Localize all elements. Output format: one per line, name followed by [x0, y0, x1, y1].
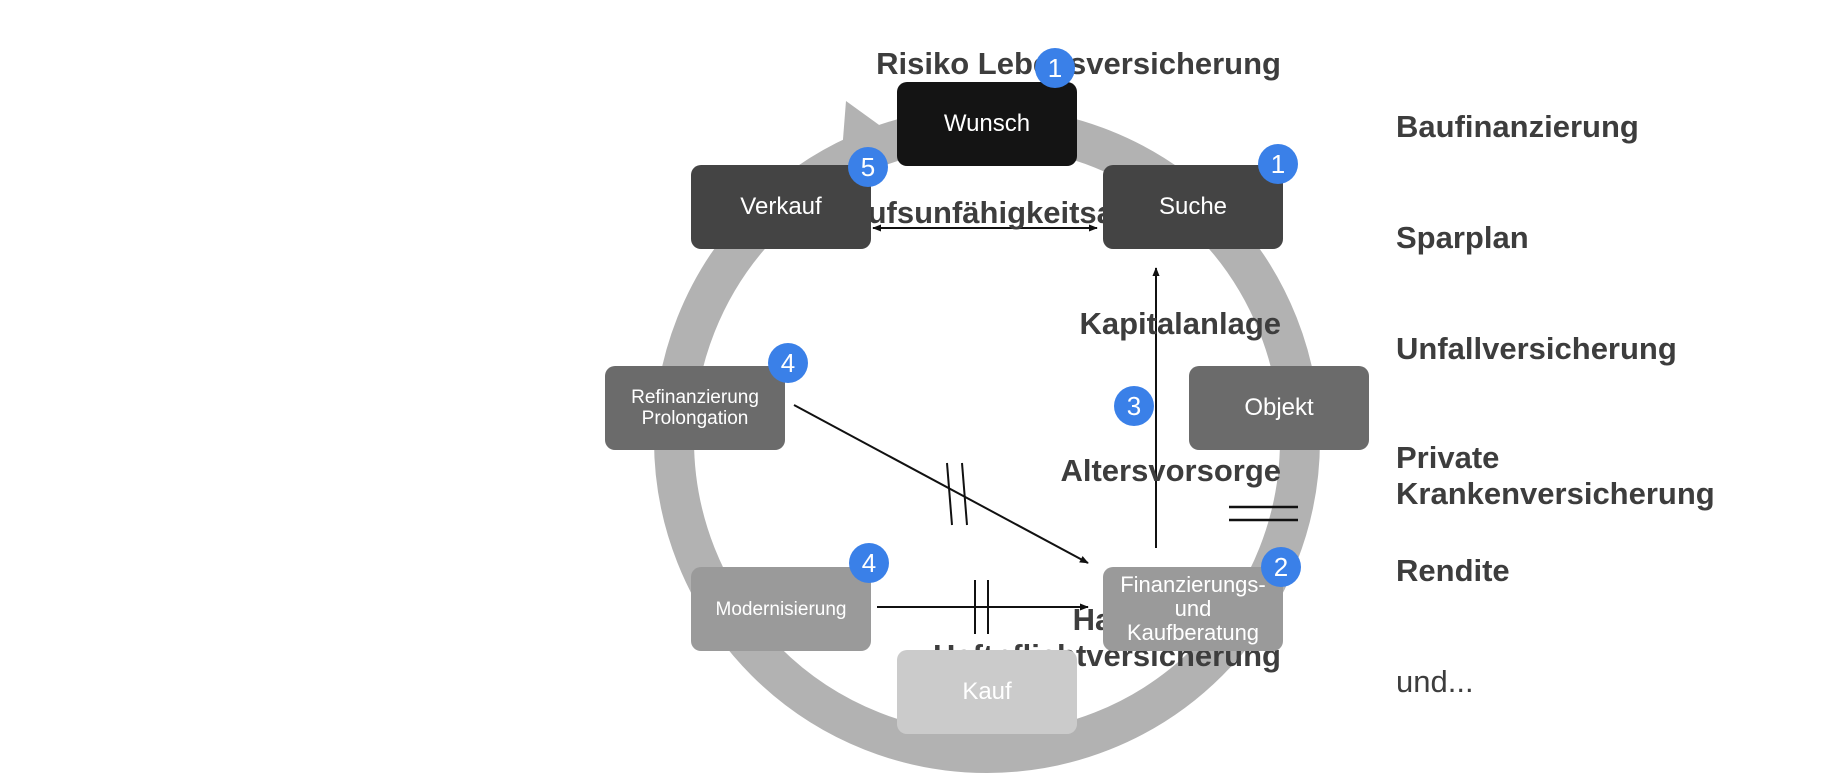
step-wunsch-label: Wunsch: [943, 110, 1031, 137]
left-label-2-line-0: Kapitalanlage: [1079, 306, 1281, 341]
right-label-3-line-1: Krankenversicherung: [1396, 476, 1715, 511]
badge-finanzierung: 2: [1261, 547, 1301, 587]
step-suche: Suche: [1103, 165, 1283, 249]
step-kauf: Kauf: [897, 650, 1077, 734]
step-finanzierung: Finanzierungs- und Kaufberatung: [1103, 567, 1283, 651]
left-label-0-line-0: Risiko Lebensversicherung: [876, 46, 1281, 81]
right-label-3-line-0: Private: [1396, 440, 1500, 475]
right-label-1: Sparplan: [1396, 220, 1529, 256]
step-modernisierung: Modernisierung: [691, 567, 871, 651]
connection-refinanzierung-finanzierung-break-b: [961, 462, 968, 526]
badge-suche: 1: [1258, 144, 1298, 184]
right-label-4: Rendite: [1396, 553, 1510, 589]
step-refinanzierung-label: Refinanzierung Prolongation: [631, 387, 759, 429]
badge-modernisierung: 4: [849, 543, 889, 583]
badge-wunsch: 1: [1035, 48, 1075, 88]
badge-verkauf: 5: [848, 147, 888, 187]
step-finanzierung-label: Finanzierungs- und Kaufberatung: [1120, 572, 1266, 645]
step-objekt-label: Objekt: [1244, 394, 1314, 421]
left-label-3: Altersvorsorge: [1060, 453, 1281, 489]
right-label-5: und...: [1396, 664, 1474, 700]
connection-refinanzierung-finanzierung: [793, 404, 1089, 564]
connections: [793, 224, 1298, 634]
step-objekt: Objekt: [1189, 366, 1369, 450]
step-kauf-label: Kauf: [962, 678, 1012, 705]
badge-arrow-finanzierung-suche: 3: [1114, 386, 1154, 426]
badge-refinanzierung: 4: [768, 343, 808, 383]
connection-refinanzierung-finanzierung-break-a: [946, 462, 953, 526]
step-modernisierung-label: Modernisierung: [715, 598, 847, 620]
cycle-ring-arrowhead: [842, 101, 893, 152]
right-label-2: Unfallversicherung: [1396, 331, 1677, 367]
step-verkauf: Verkauf: [691, 165, 871, 249]
right-label-1-line-0: Sparplan: [1396, 220, 1529, 255]
right-label-4-line-0: Rendite: [1396, 553, 1510, 588]
step-suche-label: Suche: [1158, 193, 1228, 220]
step-refinanzierung: Refinanzierung Prolongation: [605, 366, 785, 450]
right-label-5-line-0: und...: [1396, 664, 1474, 699]
right-label-2-line-0: Unfallversicherung: [1396, 331, 1677, 366]
left-label-0: Risiko Lebensversicherung: [876, 46, 1281, 82]
right-label-0-line-0: Baufinanzierung: [1396, 109, 1639, 144]
left-label-2: Kapitalanlage: [1079, 306, 1281, 342]
right-label-0: Baufinanzierung: [1396, 109, 1639, 145]
left-label-3-line-0: Altersvorsorge: [1060, 453, 1281, 488]
step-verkauf-label: Verkauf: [740, 193, 822, 220]
step-wunsch: Wunsch: [897, 82, 1077, 166]
